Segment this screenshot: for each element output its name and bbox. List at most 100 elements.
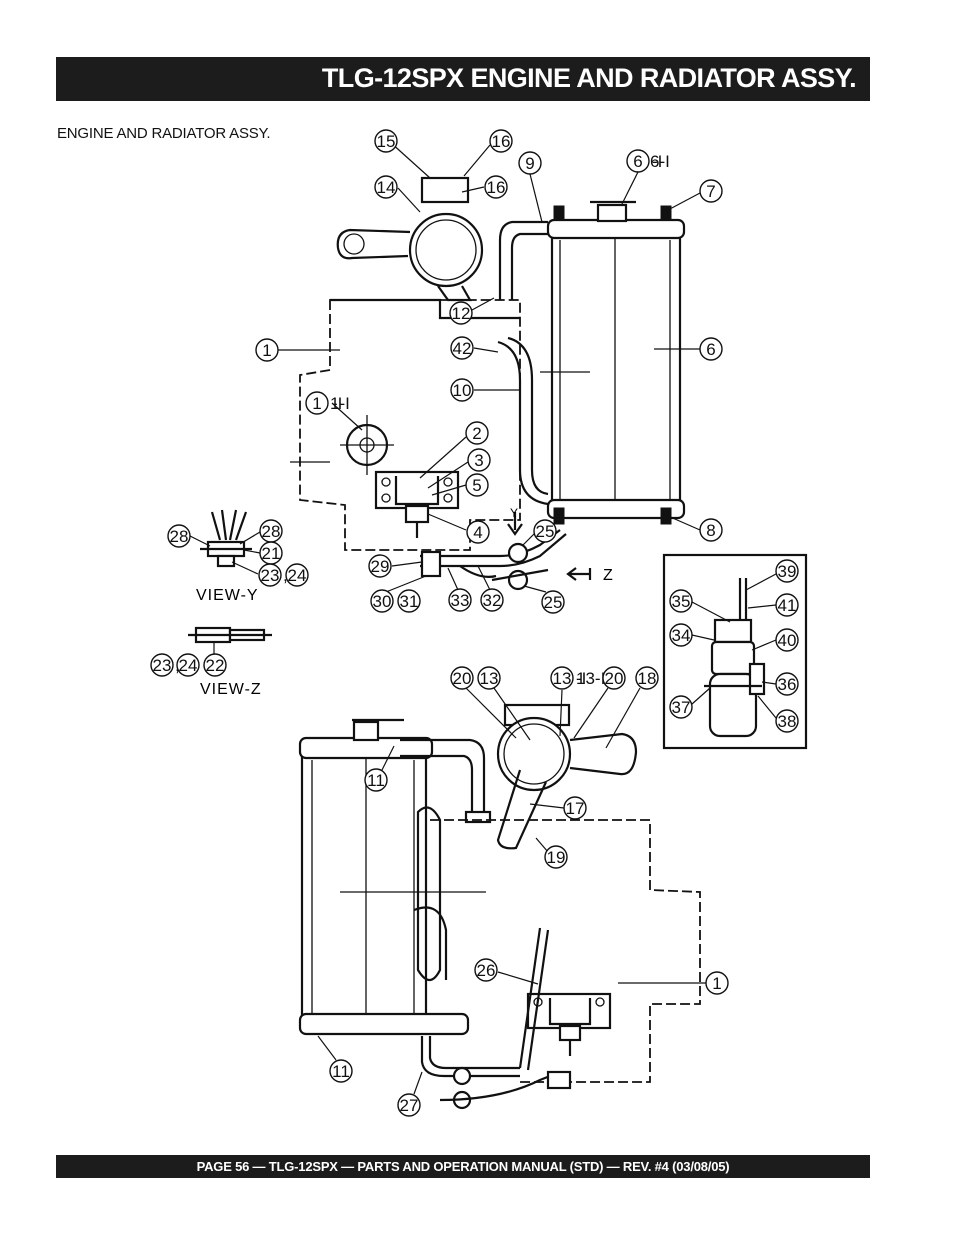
callout-18: 18: [635, 666, 659, 690]
callout-11: 11: [364, 768, 388, 792]
svg-text:35: 35: [672, 592, 691, 611]
view-z-drawing: VIEW-Z: [188, 626, 272, 698]
callout-19: 19: [544, 845, 568, 869]
callout-28: 28: [167, 524, 191, 548]
svg-text:16: 16: [492, 132, 511, 151]
svg-text:6: 6: [706, 340, 715, 359]
svg-text:11: 11: [332, 1062, 350, 1081]
callout-23-b: 23: [150, 653, 174, 677]
svg-text:19: 19: [547, 848, 566, 867]
svg-text:-I: -I: [652, 152, 662, 171]
svg-text:13-I: 13-I: [576, 669, 605, 688]
callout-28-b: 28: [259, 519, 283, 543]
callout-27: 27: [397, 1093, 421, 1117]
svg-text:26: 26: [477, 961, 496, 980]
callout-13: 13: [477, 666, 501, 690]
callout-2: 2: [465, 421, 489, 445]
callout-10: 10: [450, 378, 474, 402]
callout-12: 12: [449, 301, 473, 325]
svg-text:-I: -I: [332, 394, 342, 413]
svg-text:14: 14: [377, 178, 396, 197]
callout-42: 42: [450, 336, 474, 360]
callout-40: 40: [775, 628, 799, 652]
callout-25: 25: [533, 519, 557, 543]
callout-35: 35: [669, 589, 693, 613]
callout-24-b: 24: [176, 653, 200, 677]
callout-16: 16: [489, 129, 513, 153]
callout-7: 7: [699, 179, 723, 203]
view-y-label: VIEW-Y: [196, 587, 259, 604]
svg-text:31: 31: [400, 592, 419, 611]
svg-text:6: 6: [633, 152, 642, 171]
callout-25-b: 25: [541, 590, 565, 614]
callout-3: 3: [467, 448, 491, 472]
svg-text:40: 40: [778, 631, 797, 650]
callout-5: 5: [465, 473, 489, 497]
svg-text:-I: -I: [576, 669, 586, 688]
view-y-drawing: VIEW-Y: [196, 509, 259, 604]
svg-text:1: 1: [262, 341, 271, 360]
svg-text:12: 12: [452, 304, 471, 323]
callout-16-b: 16: [484, 175, 508, 199]
callout-9: 9: [518, 151, 542, 175]
svg-text:Y: Y: [510, 506, 518, 520]
svg-text:20: 20: [453, 669, 472, 688]
svg-text:18: 18: [638, 669, 657, 688]
svg-text:27: 27: [400, 1096, 419, 1115]
svg-text:22: 22: [206, 656, 225, 675]
svg-text:16: 16: [487, 178, 506, 197]
svg-text:8: 8: [706, 521, 715, 540]
svg-text:13: 13: [480, 669, 499, 688]
callout-29: 29: [368, 554, 392, 578]
title-bar: TLG-12SPX ENGINE AND RADIATOR ASSY.: [56, 57, 870, 101]
svg-text:24: 24: [288, 566, 307, 585]
callout-39: 39: [775, 559, 799, 583]
page-title: TLG-12SPX ENGINE AND RADIATOR ASSY.: [321, 63, 857, 93]
callout-17: 17: [563, 796, 587, 820]
callout-32: 32: [480, 588, 504, 612]
inset-detail-box: [662, 553, 808, 750]
svg-text:38: 38: [778, 712, 797, 731]
svg-text:42: 42: [453, 339, 472, 358]
callout-4: 4: [466, 520, 490, 544]
callout-22: 22: [203, 653, 227, 677]
svg-text:20: 20: [605, 669, 624, 688]
footer-bar: PAGE 56 — TLG-12SPX — PARTS AND OPERATIO…: [56, 1155, 870, 1178]
svg-text:21: 21: [262, 544, 281, 563]
svg-text:32: 32: [483, 591, 502, 610]
callout-24: 24: [285, 563, 309, 587]
callout-26: 26: [474, 958, 498, 982]
svg-text:33: 33: [451, 591, 470, 610]
svg-text:1-I: 1-I: [330, 394, 350, 413]
callout-33: 33: [448, 588, 472, 612]
svg-text:28: 28: [170, 527, 189, 546]
view-z-label: VIEW-Z: [200, 681, 262, 698]
svg-text:7: 7: [706, 182, 715, 201]
svg-text:3: 3: [474, 451, 483, 470]
svg-text:10: 10: [453, 381, 472, 400]
footer-text: PAGE 56 — TLG-12SPX — PARTS AND OPERATIO…: [196, 1159, 730, 1174]
callout-15: 15: [374, 129, 398, 153]
svg-text:36: 36: [778, 675, 797, 694]
callout-41: 41: [775, 593, 799, 617]
figure-caption: ENGINE AND RADIATOR ASSY.: [57, 125, 271, 142]
callout-20: 20: [450, 666, 474, 690]
callout-6: 6: [699, 337, 723, 361]
svg-text:9: 9: [525, 154, 534, 173]
callout-23: 23: [258, 563, 282, 587]
svg-text:34: 34: [672, 626, 691, 645]
svg-text:1: 1: [712, 974, 721, 993]
callout-21: 21: [259, 541, 283, 565]
svg-text:41: 41: [778, 596, 797, 615]
svg-text:28: 28: [262, 522, 281, 541]
upper-assembly-drawing: Y Z: [290, 176, 686, 591]
svg-text:5: 5: [472, 476, 481, 495]
callout-20-b: 20: [602, 666, 626, 690]
svg-text:11: 11: [367, 771, 385, 790]
callout-34: 34: [669, 623, 693, 647]
